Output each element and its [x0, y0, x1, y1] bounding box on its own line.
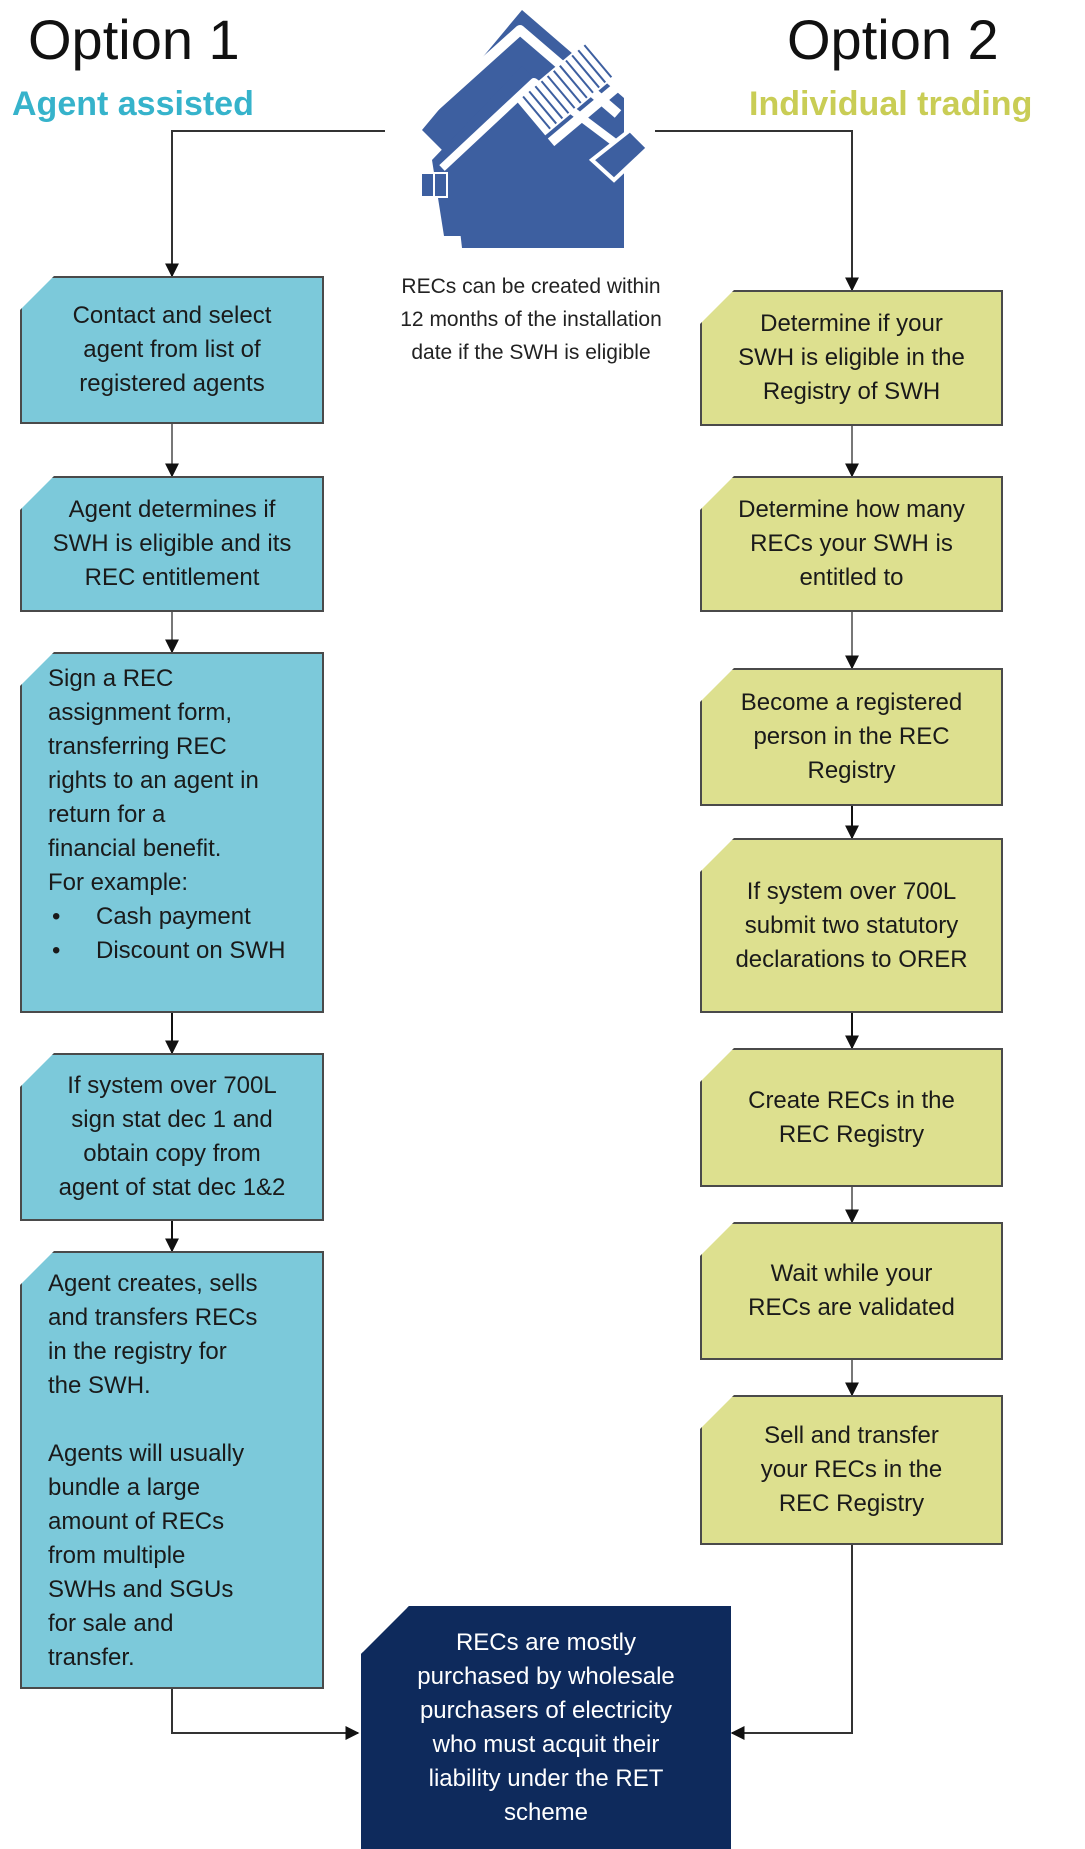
final-outcome-box: RECs are mostly purchased by wholesale p… — [361, 1606, 731, 1849]
left-step-5-line: and transfers RECs — [48, 1304, 258, 1331]
left-step-3-line: transferring REC — [48, 733, 227, 760]
left-step-3-line: rights to an agent in — [48, 767, 259, 794]
left-step-1-text: Contact and select agent from list of re… — [72, 302, 272, 397]
left-step-5-line: the SWH. — [48, 1372, 151, 1399]
left-step-5-line: amount of RECs — [48, 1508, 225, 1535]
right-step-4: If system over 700L submit two statutory… — [700, 838, 1003, 1013]
left-step-5-line: for sale and — [48, 1610, 174, 1637]
left-step-3-line: return for a — [48, 801, 166, 828]
connector-top-left — [165, 130, 385, 278]
right-step-6-text: Wait while your RECs are validated — [748, 1260, 955, 1321]
connector-top-right — [655, 130, 859, 292]
left-step-3-line: For example: — [48, 869, 189, 896]
left-step-5-line: bundle a large — [48, 1474, 201, 1501]
left-step-3-line: Sign a REC — [48, 665, 174, 692]
left-step-3-line: assignment form, — [48, 699, 233, 726]
left-step-3: Sign a REC assignment form, transferring… — [20, 652, 324, 1013]
right-step-4-text: If system over 700L submit two statutory… — [735, 877, 968, 973]
right-step-7-text: Sell and transfer your RECs in the REC R… — [760, 1422, 943, 1517]
right-step-3: Become a registered person in the REC Re… — [700, 668, 1003, 806]
left-step-3-line: financial benefit. — [48, 835, 222, 862]
right-step-5-text: Create RECs in the REC Registry — [748, 1086, 955, 1148]
center-note: RECs can be created within 12 months of … — [400, 275, 662, 364]
right-step-7: Sell and transfer your RECs in the REC R… — [700, 1395, 1003, 1545]
left-step-4-text: If system over 700L sign stat dec 1 and … — [58, 1072, 286, 1201]
right-step-2-text: Determine how many RECs your SWH is enti… — [738, 496, 965, 591]
right-step-5: Create RECs in the REC Registry — [700, 1048, 1003, 1187]
house-with-solar-panel-icon — [396, 10, 651, 248]
left-step-3-bullets: Cash payment Discount on SWH — [48, 900, 312, 968]
right-step-3-text: Become a registered person in the REC Re… — [740, 689, 963, 784]
final-outcome-text: RECs are mostly purchased by wholesale p… — [417, 1628, 675, 1826]
connector-right-final — [730, 1545, 853, 1740]
right-step-1: Determine if your SWH is eligible in the… — [700, 290, 1003, 426]
left-step-2-text: Agent determines if SWH is eligible and … — [52, 496, 292, 591]
option-1-title: Option 1 — [28, 8, 240, 71]
left-step-5-line: Agent creates, sells — [48, 1270, 258, 1297]
bullet-item: Discount on SWH — [52, 934, 312, 968]
left-step-5-line: SWHs and SGUs — [48, 1576, 234, 1603]
left-step-5-line: transfer. — [48, 1644, 135, 1671]
left-step-5: Agent creates, sells and transfers RECs … — [20, 1251, 324, 1689]
option-2-subtitle: Individual trading — [749, 85, 1033, 123]
right-step-2: Determine how many RECs your SWH is enti… — [700, 476, 1003, 612]
connector-left-final — [171, 1689, 360, 1740]
bullet-item: Cash payment — [52, 900, 312, 934]
left-step-1: Contact and select agent from list of re… — [20, 276, 324, 424]
left-step-5-line: in the registry for — [48, 1338, 227, 1365]
left-step-4: If system over 700L sign stat dec 1 and … — [20, 1053, 324, 1221]
right-step-1-text: Determine if your SWH is eligible in the… — [738, 310, 965, 405]
right-step-6: Wait while your RECs are validated — [700, 1222, 1003, 1360]
option-2-title: Option 2 — [787, 8, 999, 71]
left-step-5-line: Agents will usually — [48, 1440, 245, 1467]
left-step-2: Agent determines if SWH is eligible and … — [20, 476, 324, 612]
left-step-5-line: from multiple — [48, 1542, 186, 1569]
option-1-subtitle: Agent assisted — [12, 85, 254, 123]
